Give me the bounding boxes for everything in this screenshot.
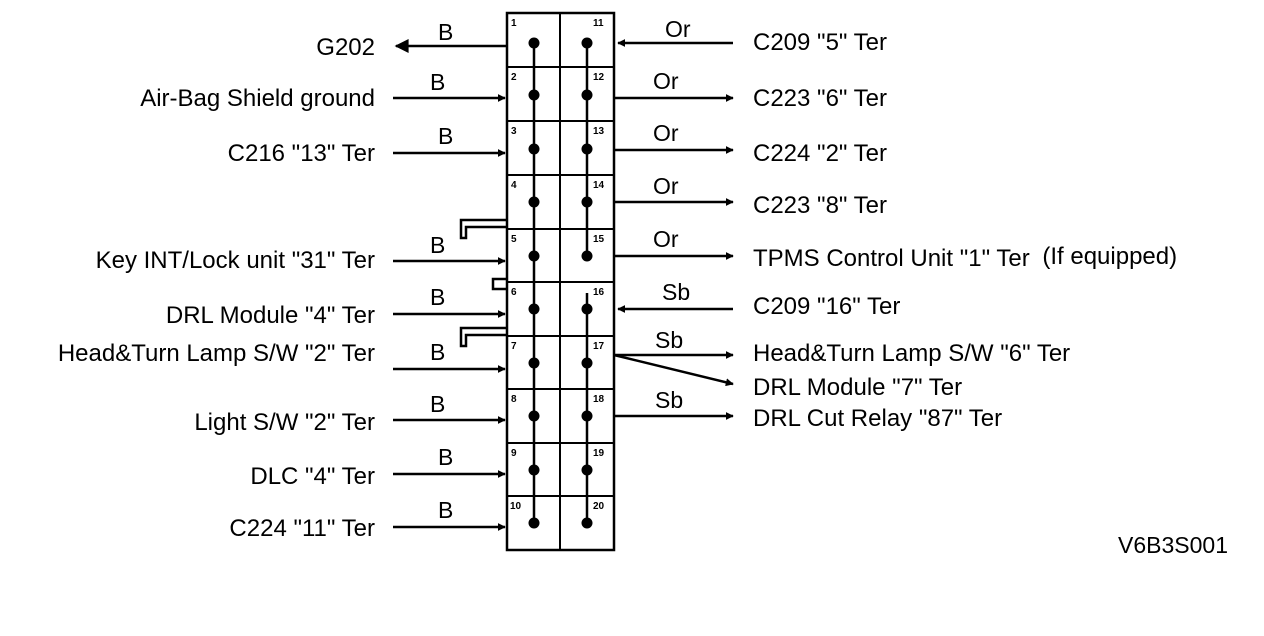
left-connection-pin-2: B Air-Bag Shield ground — [140, 69, 506, 112]
left-pin-dots — [528, 37, 540, 529]
pin-number: 14 — [593, 180, 605, 191]
circuit-label: C224 "2" Ter — [753, 140, 887, 167]
pin-number: 17 — [593, 341, 605, 352]
pin-number: 11 — [593, 18, 604, 29]
pin-number: 1 — [511, 18, 517, 29]
pin-number: 3 — [511, 126, 517, 137]
circuit-label: DRL Cut Relay "87" Ter — [753, 405, 1002, 432]
wire-color-label: B — [430, 232, 445, 258]
right-connection-pin-15: Or TPMS Control Unit "1" Ter (If equippe… — [614, 226, 1177, 272]
wire-color-label: B — [430, 391, 445, 417]
pin-number: 15 — [593, 234, 605, 245]
right-connection-pin-14: Or C223 "8" Ter — [614, 173, 887, 219]
circuit-label: DRL Module "4" Ter — [166, 302, 375, 329]
diagram-code: V6B3S001 — [1118, 532, 1228, 558]
wire-color-label: B — [438, 497, 453, 523]
left-connection-pin-8: B Light S/W "2" Ter — [194, 391, 506, 436]
circuit-label: TPMS Control Unit "1" Ter (If equipped) — [753, 243, 1177, 272]
right-connection-pin-11: Or C209 "5" Ter — [617, 16, 887, 56]
wire-color-label: Or — [653, 68, 679, 94]
pin-number: 12 — [593, 72, 605, 83]
circuit-label: Head&Turn Lamp S/W "6" Ter — [753, 340, 1070, 367]
pin-number: 18 — [593, 394, 605, 405]
pin-number: 10 — [510, 501, 522, 512]
wire-color-label: B — [438, 444, 453, 470]
right-pin-dots — [581, 37, 593, 529]
circuit-label: C209 "5" Ter — [753, 29, 887, 56]
left-connection-pin-3: B C216 "13" Ter — [228, 123, 506, 167]
circuit-label: DRL Module "7" Ter — [753, 374, 962, 401]
circuit-label: DLC "4" Ter — [250, 463, 375, 490]
wire-color-label: B — [438, 123, 453, 149]
wire-color-label: Or — [653, 120, 679, 146]
pin-number: 20 — [593, 501, 605, 512]
wire-color-label: Sb — [655, 387, 683, 413]
right-connection-pin-13: Or C224 "2" Ter — [614, 120, 887, 167]
wire-color-label: Or — [653, 173, 679, 199]
right-connection-pin-18: Sb DRL Cut Relay "87" Ter — [614, 387, 1002, 432]
circuit-label-note: (If equipped) — [1042, 243, 1177, 270]
pin-number: 19 — [593, 448, 605, 459]
circuit-label: C223 "8" Ter — [753, 192, 887, 219]
pin-number: 9 — [511, 448, 517, 459]
wire-color-label: B — [430, 69, 445, 95]
right-connection-pin-16: Sb C209 "16" Ter — [617, 279, 900, 320]
left-connection-pin-6: B DRL Module "4" Ter — [166, 284, 506, 329]
pin-number: 16 — [593, 287, 605, 298]
circuit-label: C216 "13" Ter — [228, 140, 375, 167]
circuit-label: Key INT/Lock unit "31" Ter — [96, 247, 375, 274]
wire-color-label: B — [430, 339, 445, 365]
wire-color-label: Or — [665, 16, 691, 42]
circuit-label: C224 "11" Ter — [229, 515, 375, 542]
connector-block: 1 2 3 4 5 6 7 8 9 10 11 12 13 14 15 16 1… — [459, 11, 616, 552]
left-connection-pin-7: B Head&Turn Lamp S/W "2" Ter — [58, 339, 506, 373]
pin-number: 5 — [511, 234, 517, 245]
circuit-label: C223 "6" Ter — [753, 85, 887, 112]
circuit-label: G202 — [316, 34, 375, 61]
arrow-right-icon — [613, 353, 734, 387]
left-connection-pin-1: B G202 — [316, 19, 507, 61]
pin-number: 7 — [511, 341, 517, 352]
pin-number: 2 — [511, 72, 517, 83]
wire-color-label: Sb — [662, 279, 690, 305]
circuit-label: Light S/W "2" Ter — [194, 409, 375, 436]
wire-color-label: Or — [653, 226, 679, 252]
pin-number: 4 — [511, 180, 517, 191]
left-connection-pin-10: B C224 "11" Ter — [229, 497, 506, 542]
pin-number: 8 — [511, 394, 517, 405]
wire-color-label: Sb — [655, 327, 683, 353]
left-connection-pin-5: B Key INT/Lock unit "31" Ter — [96, 232, 506, 274]
circuit-label: Head&Turn Lamp S/W "2" Ter — [58, 340, 375, 367]
circuit-label: C209 "16" Ter — [753, 293, 900, 320]
right-connection-pin-17: Sb Head&Turn Lamp S/W "6" Ter DRL Module… — [613, 327, 1070, 401]
pin-number: 6 — [511, 287, 517, 298]
circuit-label-main: TPMS Control Unit "1" Ter — [753, 245, 1030, 272]
pin-number: 13 — [593, 126, 605, 137]
wire-color-label: B — [430, 284, 445, 310]
wire-color-label: B — [438, 19, 453, 45]
circuit-label: Air-Bag Shield ground — [140, 85, 375, 112]
left-connection-pin-9: B DLC "4" Ter — [250, 444, 506, 490]
right-connection-pin-12: Or C223 "6" Ter — [614, 68, 887, 112]
